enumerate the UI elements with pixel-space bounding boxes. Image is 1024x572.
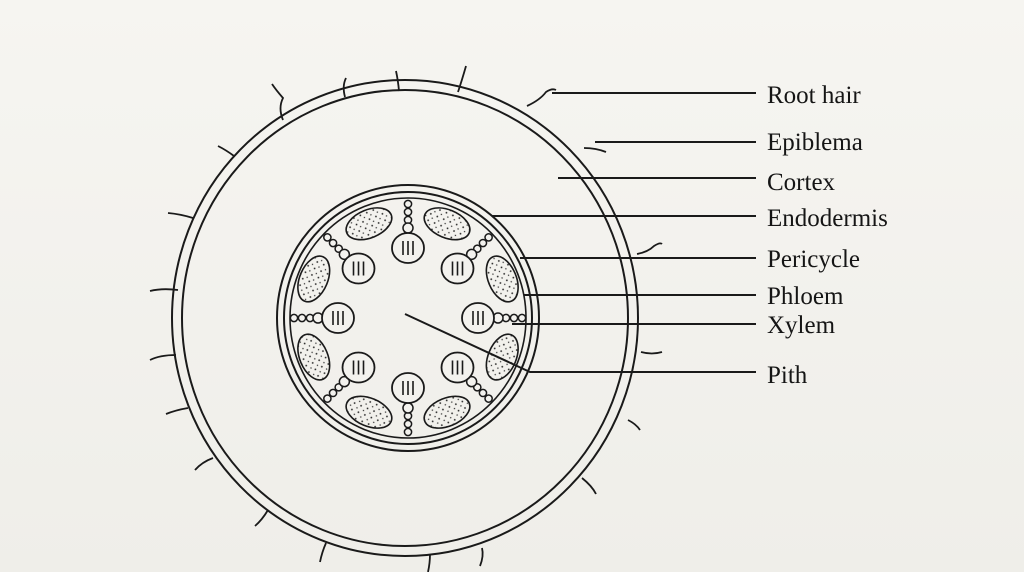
label-phloem: Phloem [767, 283, 844, 310]
xylem-cell [403, 199, 413, 209]
xylem-cell [478, 238, 488, 248]
leader-pith [404, 313, 756, 373]
label-root-hair: Root hair [767, 82, 861, 109]
phloem-patch [345, 207, 393, 241]
root-hair [194, 457, 214, 471]
phloem-patch [423, 395, 471, 429]
xylem-cell [403, 427, 413, 437]
root-hair [167, 212, 194, 219]
xylem-cell [465, 248, 478, 261]
root-hair [627, 419, 641, 431]
xylem-cell [465, 375, 478, 388]
root-hair [165, 407, 189, 415]
xylem-cell [478, 388, 488, 398]
xylem-cell [403, 419, 413, 429]
xylem-cell [323, 233, 332, 242]
label-endodermis: Endodermis [767, 205, 888, 232]
root-hair [342, 77, 347, 98]
xylem-cell [328, 238, 338, 248]
vascular-bundles [289, 199, 527, 437]
xylem-cell [338, 248, 351, 261]
root-hair [271, 83, 285, 121]
xylem-cell [297, 313, 307, 323]
root-hair [149, 354, 177, 361]
epiblema-inner-line [181, 89, 629, 547]
root-hair [395, 70, 400, 92]
root-hair [640, 351, 663, 355]
root-hair [526, 88, 557, 107]
root-hair [583, 147, 607, 153]
xylem-cell [328, 388, 338, 398]
phloem-patch [297, 333, 331, 381]
phloem-patch [485, 255, 519, 303]
xylem-cell [289, 313, 299, 323]
root-hair [217, 145, 235, 157]
label-cortex: Cortex [767, 169, 836, 196]
epiblema-outer-line [171, 79, 639, 557]
xylem-cell [338, 375, 351, 388]
xylem-cell [402, 222, 414, 234]
root-hair [636, 242, 663, 255]
xylem-cell [402, 402, 414, 414]
root-hair [479, 547, 484, 567]
xylem-cell [403, 207, 413, 217]
pericycle-ring [283, 191, 533, 445]
label-pericycle: Pericycle [767, 246, 861, 273]
endodermis-ring [276, 184, 540, 452]
xylem-cell [484, 394, 493, 403]
root-hair [457, 65, 467, 93]
root-hair [254, 509, 269, 527]
xylem-cell [484, 233, 493, 242]
phloem-patch [485, 333, 519, 381]
xylem-cell [323, 394, 332, 403]
root-hair [149, 288, 179, 292]
phloem-patch [297, 255, 331, 303]
phloem-patch [345, 395, 393, 429]
phloem-patch [423, 207, 471, 241]
root-hair [319, 542, 327, 563]
label-xylem: Xylem [767, 312, 836, 339]
xylem-cell [517, 313, 527, 323]
label-pith: Pith [767, 362, 808, 389]
root-hair [581, 477, 597, 495]
root-hairs [149, 65, 663, 572]
xylem-cell [509, 313, 519, 323]
leader-lines [404, 92, 756, 373]
label-epiblema: Epiblema [767, 129, 863, 156]
root-hair [427, 553, 431, 572]
